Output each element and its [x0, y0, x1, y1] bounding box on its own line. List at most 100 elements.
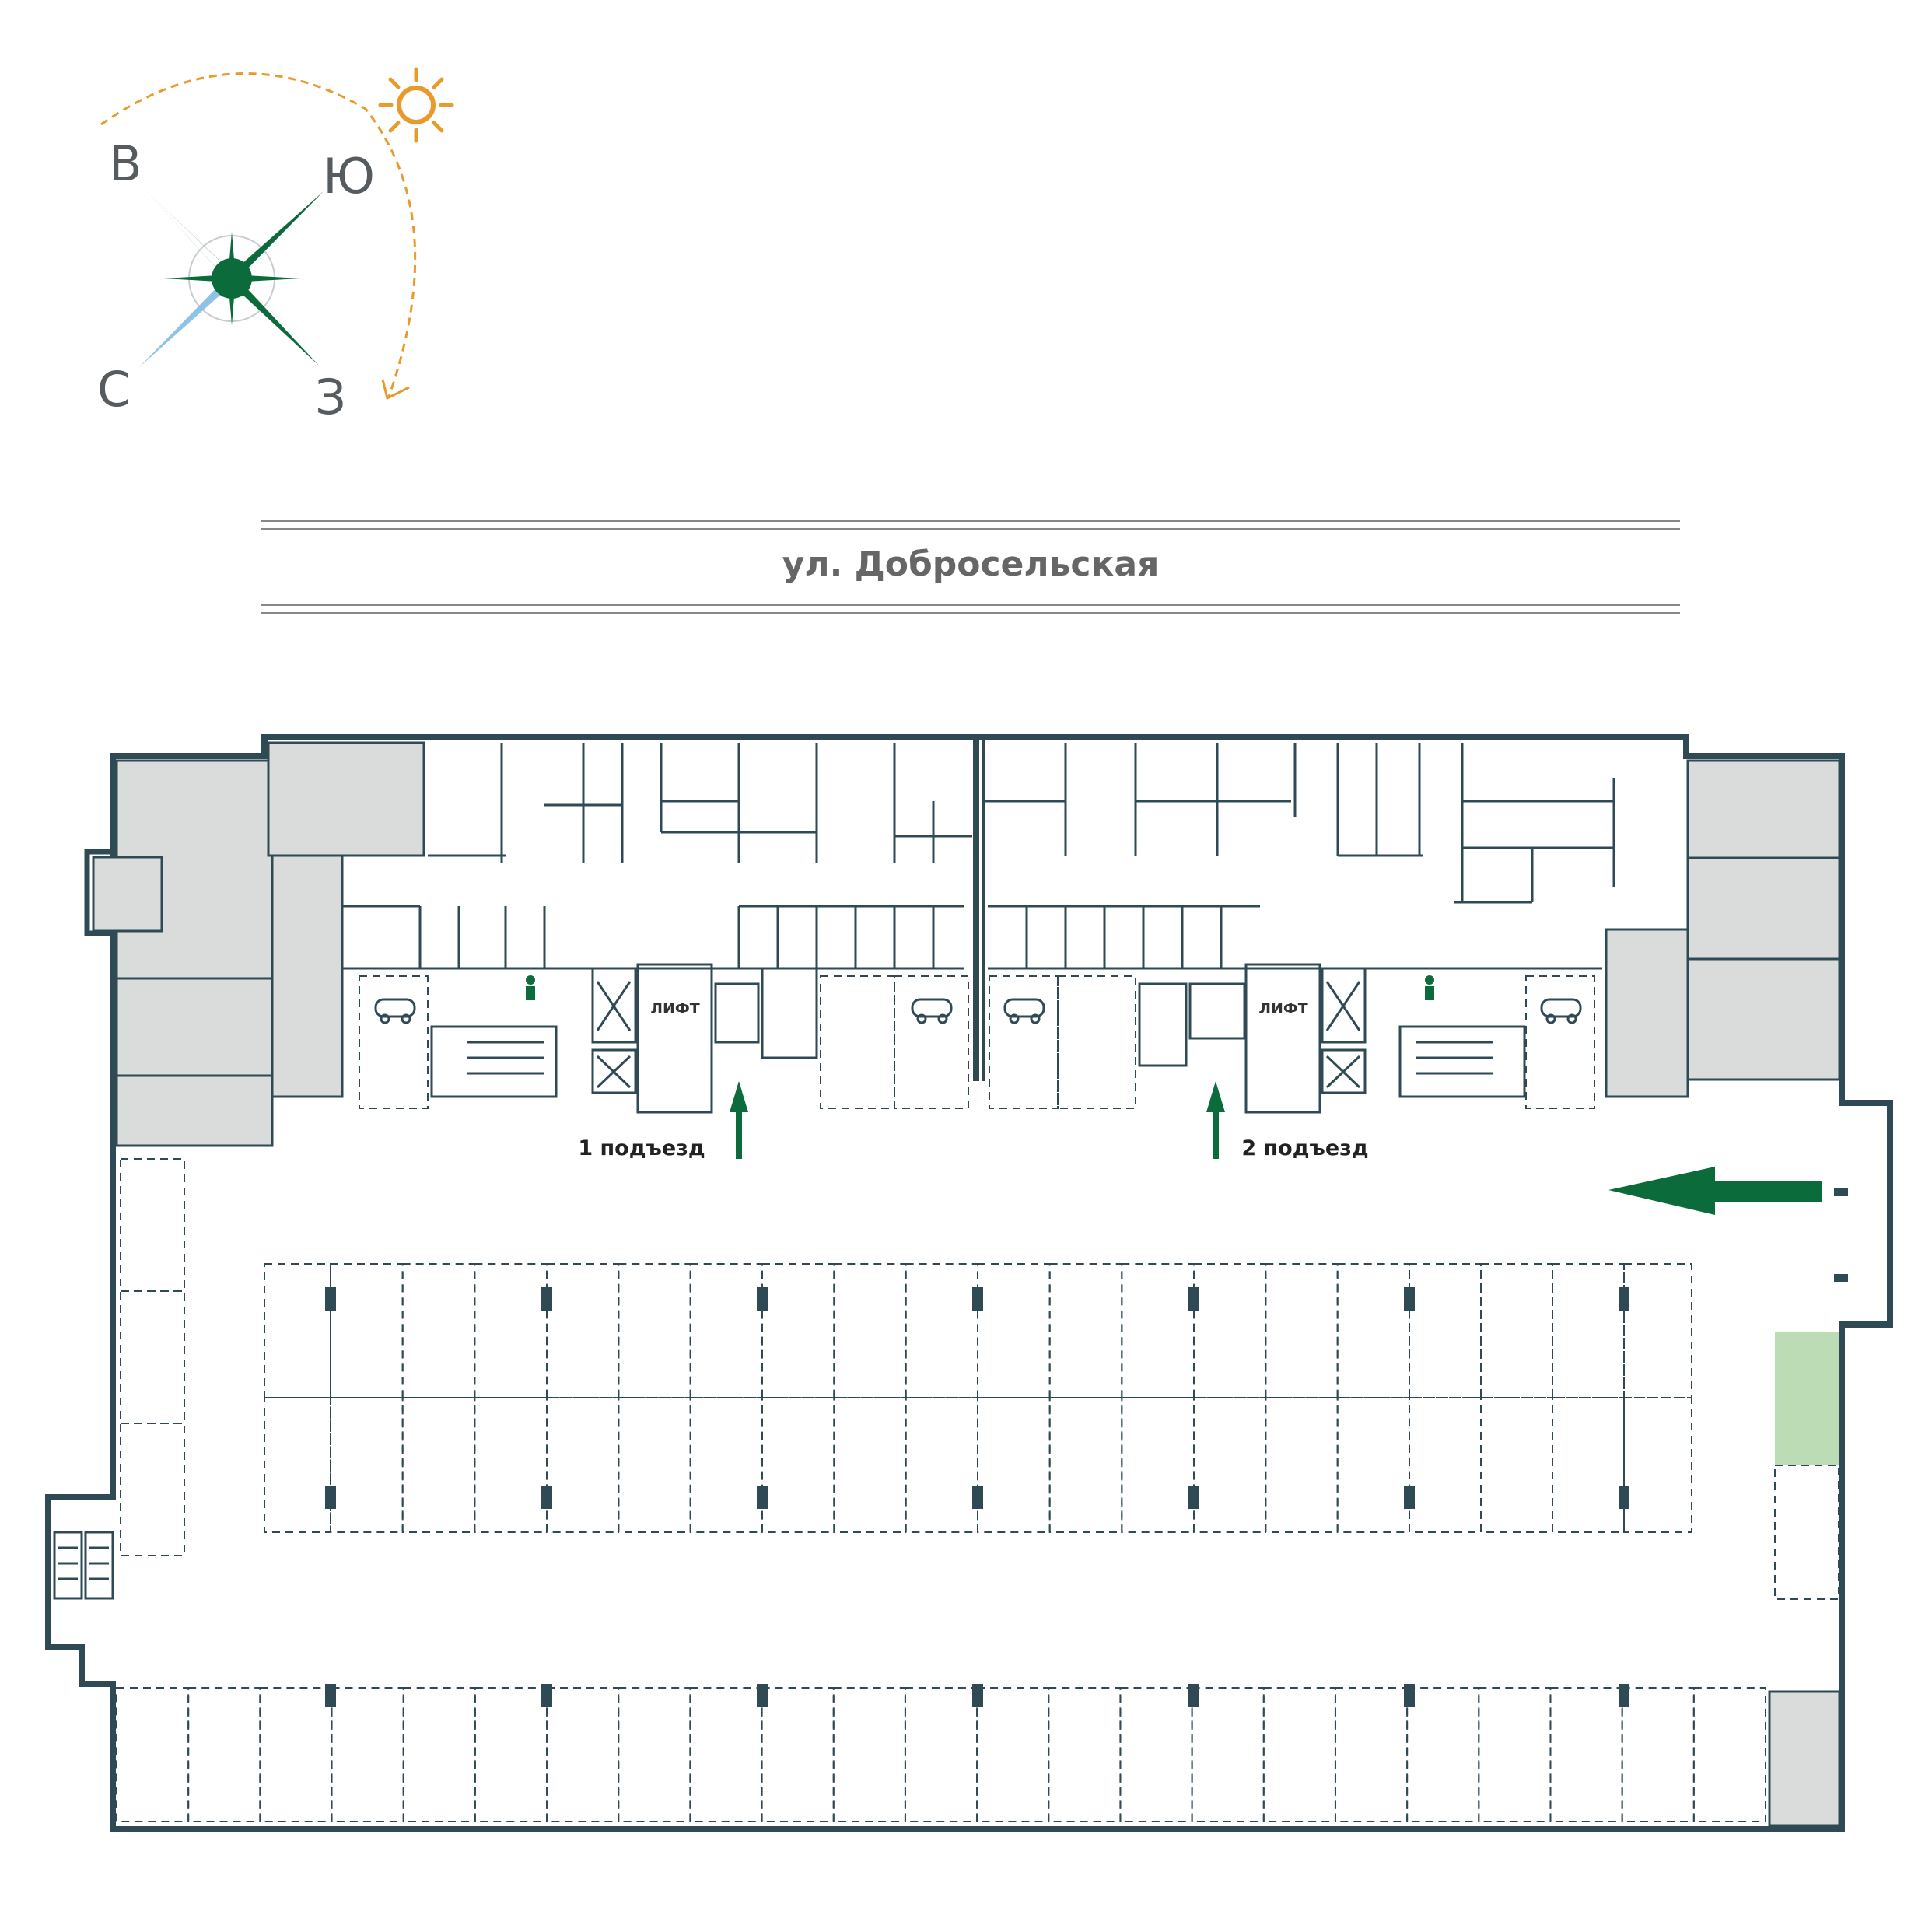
- structural-column: [972, 1287, 983, 1311]
- parking-spot[interactable]: [833, 1263, 907, 1398]
- storage-room[interactable]: [115, 977, 274, 1077]
- parking-spot[interactable]: [1409, 1263, 1482, 1398]
- parking-spot[interactable]: [1623, 1397, 1692, 1533]
- parking-spot[interactable]: [1480, 1263, 1553, 1398]
- parking-spot[interactable]: [1336, 1397, 1410, 1533]
- parking-spot[interactable]: [689, 1397, 764, 1533]
- structural-column: [325, 1287, 336, 1311]
- ev-spot[interactable]: [359, 975, 429, 1109]
- storage-room[interactable]: [1605, 928, 1689, 1098]
- parking-spot[interactable]: [546, 1263, 620, 1398]
- parking-spot[interactable]: [833, 1397, 907, 1533]
- parking-spot[interactable]: [1334, 1687, 1409, 1822]
- storage-room[interactable]: [115, 1074, 274, 1147]
- ev-spot[interactable]: [1525, 975, 1595, 1109]
- parking-spot[interactable]: [474, 1397, 548, 1533]
- storage-room[interactable]: [267, 741, 425, 857]
- stairs-icon: [1398, 1025, 1526, 1098]
- parking-spot[interactable]: [761, 1687, 835, 1822]
- parking-spot[interactable]: [1480, 1397, 1553, 1533]
- parking-spot[interactable]: [1262, 1687, 1336, 1822]
- parking-spot[interactable]: [330, 1263, 404, 1398]
- parking-spot[interactable]: [1478, 1687, 1552, 1822]
- parking-spot[interactable]: [1121, 1397, 1195, 1533]
- parking-spot[interactable]: [120, 1290, 185, 1424]
- parking-spot[interactable]: [618, 1687, 691, 1822]
- parking-spot[interactable]: [1549, 1687, 1623, 1822]
- parking-spot[interactable]: [1193, 1397, 1267, 1533]
- ev-spot[interactable]: [989, 975, 1059, 1109]
- storage-room[interactable]: [271, 854, 344, 1098]
- parking-spot[interactable]: [1048, 1397, 1123, 1533]
- storage-room[interactable]: [92, 856, 163, 933]
- parking-spot[interactable]: [120, 1423, 185, 1556]
- parking-spot[interactable]: [1265, 1263, 1339, 1398]
- parking-spot[interactable]: [264, 1397, 331, 1533]
- parking-spot[interactable]: [832, 1687, 906, 1822]
- storage-room[interactable]: [1686, 957, 1841, 1081]
- elevator-icon[interactable]: [591, 967, 637, 1044]
- parking-spot[interactable]: [1552, 1263, 1625, 1398]
- storage-room[interactable]: [1768, 1690, 1841, 1827]
- entrance-2-arrow: [1206, 1081, 1225, 1159]
- parking-spot[interactable]: [1048, 1263, 1123, 1398]
- parking-spot[interactable]: [618, 1397, 691, 1533]
- storage-room[interactable]: [1686, 856, 1841, 961]
- parking-spot[interactable]: [474, 1687, 548, 1822]
- parking-spot[interactable]: [1193, 1263, 1267, 1398]
- parking-spot[interactable]: [618, 1263, 691, 1398]
- parking-spot[interactable]: [905, 1397, 978, 1533]
- elevator-icon[interactable]: [591, 1048, 637, 1094]
- lift-label-2: ЛИФТ: [1258, 1000, 1308, 1017]
- parking-spot[interactable]: [1406, 1687, 1480, 1822]
- parking-spot[interactable]: [1621, 1687, 1695, 1822]
- structural-column: [1619, 1486, 1629, 1509]
- parking-spot[interactable]: [761, 1263, 835, 1398]
- parking-spot[interactable]: [401, 1397, 476, 1533]
- parking-spot[interactable]: [264, 1263, 331, 1398]
- parking-spot[interactable]: [1623, 1263, 1692, 1398]
- parking-spot[interactable]: [977, 1397, 1051, 1533]
- parking-spot[interactable]: [689, 1687, 763, 1822]
- parking-spot[interactable]: [546, 1687, 620, 1822]
- elevator-icon[interactable]: [1321, 1048, 1367, 1094]
- parking-spot[interactable]: [977, 1263, 1051, 1398]
- parking-spot[interactable]: [187, 1687, 261, 1822]
- parking-spot[interactable]: [331, 1687, 404, 1822]
- sun-path-arrowhead: [381, 379, 410, 401]
- parking-spot[interactable]: [820, 975, 895, 1109]
- ev-spot[interactable]: [894, 975, 969, 1109]
- parking-spot[interactable]: [401, 1263, 476, 1398]
- parking-spot[interactable]: [259, 1687, 333, 1822]
- parking-spot[interactable]: [1265, 1397, 1339, 1533]
- highlighted-parking-spot[interactable]: [1775, 1332, 1839, 1465]
- parking-spot[interactable]: [1057, 975, 1136, 1109]
- parking-spot[interactable]: [120, 1158, 185, 1292]
- parking-spot[interactable]: [474, 1263, 548, 1398]
- ramp-entry-arrow: [1608, 1167, 1822, 1215]
- parking-spot[interactable]: [330, 1397, 404, 1533]
- parking-spot[interactable]: [1692, 1687, 1767, 1822]
- parking-spot[interactable]: [761, 1397, 835, 1533]
- parking-spot[interactable]: [1336, 1263, 1410, 1398]
- parking-spot[interactable]: [1191, 1687, 1265, 1822]
- parking-spot[interactable]: [1774, 1465, 1839, 1600]
- structural-column: [1188, 1287, 1199, 1311]
- parking-spot[interactable]: [1119, 1687, 1193, 1822]
- elevator-icon[interactable]: [1321, 967, 1367, 1044]
- parking-spot[interactable]: [689, 1263, 764, 1398]
- parking-spot[interactable]: [1552, 1397, 1625, 1533]
- parking-spot[interactable]: [546, 1397, 620, 1533]
- parking-spot[interactable]: [1409, 1397, 1482, 1533]
- entrance-1-arrow: [730, 1081, 748, 1159]
- parking-spot[interactable]: [1048, 1687, 1122, 1822]
- parking-spot[interactable]: [976, 1687, 1050, 1822]
- parking-spot[interactable]: [1121, 1263, 1195, 1398]
- structural-column: [325, 1684, 336, 1707]
- storage-room[interactable]: [1686, 759, 1841, 859]
- parking-spot[interactable]: [402, 1687, 476, 1822]
- parking-spot[interactable]: [904, 1687, 978, 1822]
- parking-spot[interactable]: [116, 1687, 190, 1822]
- parking-spot[interactable]: [905, 1263, 978, 1398]
